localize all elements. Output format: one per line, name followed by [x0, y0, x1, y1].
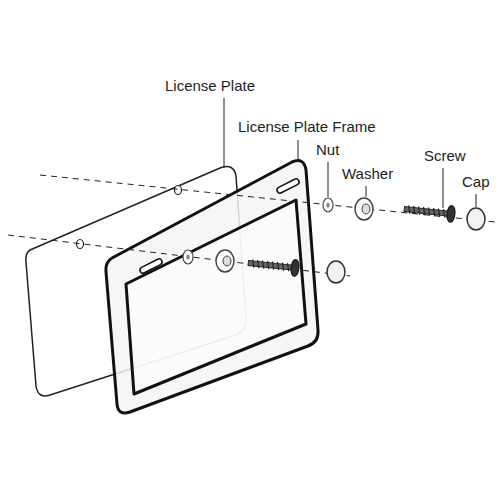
- nut-part: [186, 255, 190, 260]
- part-label: Screw: [424, 147, 466, 165]
- nut-part: [326, 203, 330, 208]
- plate-hole: [175, 186, 182, 195]
- part-label: License Plate Frame: [238, 118, 376, 136]
- leader-line: [443, 168, 444, 208]
- leader-line: [224, 98, 225, 168]
- screw-part: [403, 201, 455, 223]
- frame-slot: [139, 258, 163, 274]
- washer-part: [362, 204, 370, 214]
- part-label: Cap: [462, 173, 490, 191]
- part-label: Washer: [342, 165, 393, 183]
- leader-line: [298, 140, 299, 160]
- frame-inner-opening: [126, 200, 306, 394]
- leader-line: [476, 194, 477, 207]
- washer-part: [216, 250, 234, 272]
- plate-hole: [77, 240, 84, 249]
- washer-part: [355, 198, 373, 220]
- cap-part: [327, 261, 345, 283]
- license-plate-frame-shape: [106, 161, 318, 413]
- leader-line: [328, 162, 329, 197]
- washer-part: [223, 256, 231, 266]
- frame-slot: [276, 178, 300, 194]
- part-label: License Plate: [165, 77, 255, 95]
- nut-part: [323, 198, 333, 212]
- part-label: Nut: [316, 141, 339, 159]
- screw-part: [247, 255, 299, 277]
- assembly-axis: [8, 235, 350, 276]
- assembly-axis: [40, 175, 495, 222]
- leader-line: [366, 186, 367, 197]
- cap-part: [467, 208, 485, 230]
- nut-part: [183, 250, 193, 264]
